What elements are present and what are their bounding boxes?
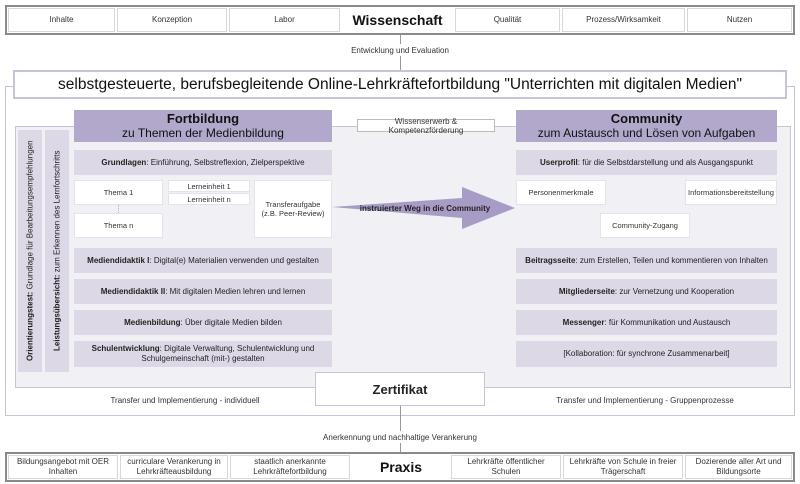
informationsbereitstellung: Informationsbereitstellung <box>685 180 777 205</box>
praxis-label: Praxis <box>379 459 423 475</box>
top-cell: Prozess/Wirksamkeit <box>562 8 685 32</box>
zertifikat-box: Zertifikat <box>315 372 485 406</box>
row-bold: Grundlagen <box>101 157 147 167</box>
row-text: : zum Erstellen, Teilen und kommentieren… <box>575 255 768 265</box>
connector <box>400 406 401 452</box>
row-text: : Einführung, Selbstreflexion, Zielpersp… <box>146 157 305 167</box>
frame-line <box>5 86 6 416</box>
row-bold: Messenger <box>562 317 605 327</box>
community-row: Mitgliederseite: zur Vernetzung und Koop… <box>516 279 777 304</box>
row-bold: Mediendidaktik I <box>87 255 150 265</box>
arrow-label: instruierter Weg in die Community <box>359 203 491 213</box>
row-bold: Userprofil <box>539 157 578 167</box>
thema-n: Thema n <box>74 213 163 238</box>
community-title: Community <box>610 111 683 126</box>
praxis-cell: Dozierende aller Art und Bildungsorte <box>685 455 792 479</box>
row-bold: Mitgliederseite <box>558 286 615 296</box>
lerneinheit-n: Lerneinheit n <box>168 193 250 205</box>
grundlagen-row: Grundlagen: Einführung, Selbstreflexion,… <box>74 150 332 175</box>
row-text: : Mit digitalen Medien lehren und lernen <box>165 286 306 296</box>
personenmerkmale: Personenmerkmale <box>516 180 606 205</box>
top-cell: Labor <box>229 8 340 32</box>
transfer-line: (z.B. Peer-Review) <box>261 209 325 218</box>
community-subtitle: zum Austausch und Lösen von Aufgaben <box>537 126 756 140</box>
row-bold: Schulentwicklung <box>91 344 160 353</box>
community-row: Beitragsseite: zum Erstellen, Teilen und… <box>516 248 777 273</box>
row-bold: Medienbildung <box>124 317 181 327</box>
top-link-label: Entwicklung und Evaluation <box>330 44 470 56</box>
frame-line <box>794 86 795 416</box>
page-title: selbstgesteuerte, berufsbegleitende Onli… <box>13 70 787 99</box>
row-text: : Digital(e) Materialien verwenden und g… <box>149 255 319 265</box>
arrow-icon <box>332 187 515 229</box>
community-row: [Kollaboration: für synchrone Zusammenar… <box>516 341 777 367</box>
fortbildung-row: Mediendidaktik I: Digital(e) Materialien… <box>74 248 332 273</box>
bottom-link-label: Anerkennung und nachhaltige Verankerung <box>315 431 485 443</box>
fortbildung-row: Schulentwicklung: Digitale Verwaltung, S… <box>74 341 332 367</box>
row-text: : für die Selbstdarstellung und als Ausg… <box>577 157 754 167</box>
row-text: : Über digitale Medien bilden <box>180 317 282 327</box>
fortbildung-subtitle: zu Themen der Medienbildung <box>122 126 284 140</box>
fortbildung-title: Fortbildung <box>166 111 240 126</box>
top-cell: Nutzen <box>687 8 792 32</box>
row-text: : zur Vernetzung und Kooperation <box>614 286 735 296</box>
praxis-cell: Lehrkräfte von Schule in freier Trägersc… <box>563 455 683 479</box>
wissenschaft-label: Wissenschaft <box>352 12 443 28</box>
lerneinheit-1: Lerneinheit 1 <box>168 180 250 192</box>
praxis-cell: Lehrkräfte öffentlicher Schulen <box>451 455 561 479</box>
userprofil-row: Userprofil: für die Selbstdarstellung un… <box>516 150 777 175</box>
transfer-left: Transfer und Implementierung - individue… <box>110 395 260 405</box>
leistungsuebersicht-bar: Leistungsübersicht: zum Erkennen des Ler… <box>45 130 69 372</box>
transfer-right: Transfer und Implementierung - Gruppenpr… <box>556 395 734 405</box>
leist-text: zum Erkennen des Lernfortschritts <box>52 150 62 275</box>
thema-1: Thema 1 <box>74 180 163 205</box>
top-cell: Inhalte <box>8 8 115 32</box>
row-bold: Beitragsseite <box>525 255 576 265</box>
transfer-line: Transferaufgabe <box>265 200 321 209</box>
row-text: : für Kommunikation und Austausch <box>604 317 731 327</box>
community-zugang: Community-Zugang <box>600 213 690 238</box>
praxis-cell: Bildungsangebot mit OER Inhalten <box>8 455 118 479</box>
orientierungstest-bar: Orientierungstest: Grundlage für Bearbei… <box>18 130 42 372</box>
transferaufgabe: Transferaufgabe(z.B. Peer-Review) <box>254 180 332 238</box>
orient-text: Grundlage für Bearbeitungsempfehlungen <box>25 140 35 292</box>
row-bold: Mediendidaktik II <box>100 286 166 296</box>
fortbildung-row: Medienbildung: Über digitale Medien bild… <box>74 310 332 335</box>
dotted-connector <box>118 205 119 213</box>
leist-bold: Leistungsübersicht: <box>52 274 62 352</box>
row-text: [Kollaboration: für synchrone Zusammenar… <box>563 349 730 358</box>
praxis-cell: curriculare Verankerung in Lehrkräfteaus… <box>120 455 228 479</box>
top-cell: Konzeption <box>117 8 227 32</box>
praxis-cell: staatlich anerkannte Lehrkräftefortbildu… <box>230 455 350 479</box>
orient-bold: Orientierungstest: <box>25 291 35 362</box>
community-row: Messenger: für Kommunikation und Austaus… <box>516 310 777 335</box>
row-text: : Digitale Verwaltung, Schulentwicklung … <box>141 344 315 363</box>
middle-label: Wissenserwerb & Kompetenzförderung <box>357 117 495 135</box>
top-cell: Qualität <box>455 8 560 32</box>
fortbildung-row: Mediendidaktik II: Mit digitalen Medien … <box>74 279 332 304</box>
